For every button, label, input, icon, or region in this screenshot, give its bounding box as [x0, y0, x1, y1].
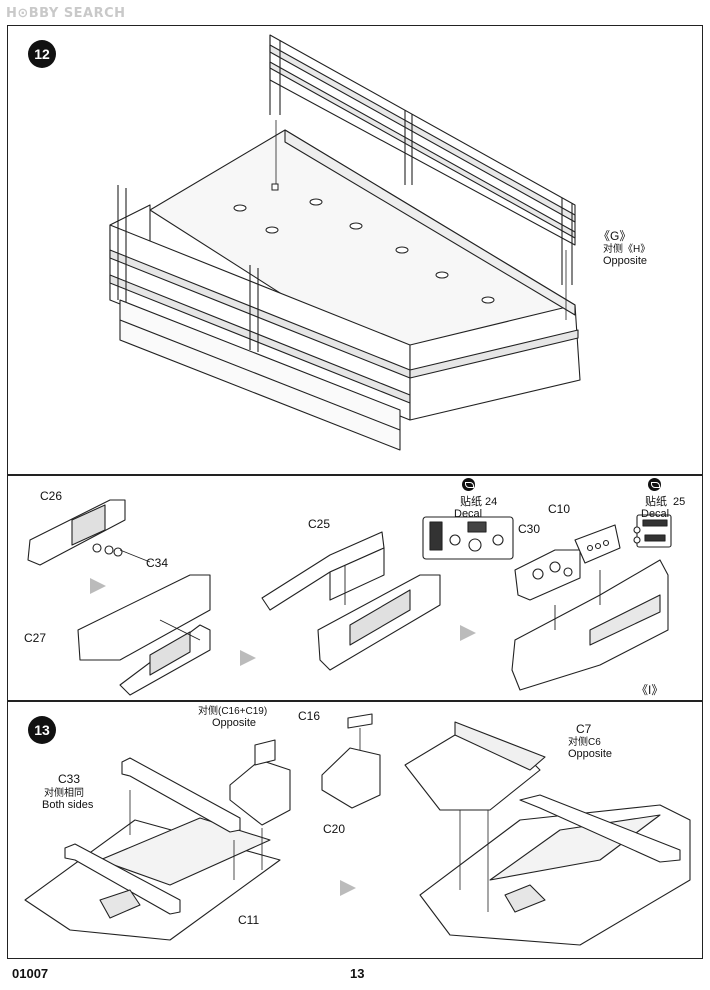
c11-label: C11: [238, 913, 260, 927]
decal-25-number: 25: [673, 496, 686, 508]
c16-c19-opposite-cn: 对侧(C16+C19): [198, 706, 268, 717]
step-12-panel: [7, 25, 703, 475]
c33-label: C33: [58, 772, 81, 786]
product-code: 01007: [12, 966, 49, 981]
decal-24-number: 24: [485, 496, 498, 508]
c33-both-sides-cn: 对侧相同: [44, 788, 84, 799]
c30-label: C30: [518, 522, 541, 536]
c6-opposite-en: Opposite: [568, 748, 613, 760]
c16-c19-opposite-en: Opposite: [212, 717, 257, 729]
c34-label: C34: [146, 556, 169, 570]
decal-24-cn: 贴纸: [460, 496, 482, 508]
step-13-panel: [7, 701, 703, 959]
step-12-badge: 12: [28, 40, 56, 68]
c27-label: C27: [24, 631, 47, 645]
decal-25-icon: [648, 478, 661, 491]
decal-25-en: Decal: [641, 508, 670, 520]
c33-both-sides-en: Both sides: [42, 799, 94, 811]
gate-g-label: 《G》: [598, 229, 632, 243]
decal-24-en: Decal: [454, 508, 483, 520]
c10-label: C10: [548, 502, 571, 516]
c25-label: C25: [308, 517, 331, 531]
gate-opposite-label: Opposite: [603, 255, 648, 267]
dashboard-panel: [7, 475, 703, 701]
decal-24-icon: [462, 478, 475, 491]
c26-label: C26: [40, 489, 63, 503]
page-number: 13: [350, 966, 365, 981]
c7-label: C7: [576, 722, 592, 736]
step-13-badge: 13: [28, 716, 56, 744]
c20-label: C20: [323, 822, 346, 836]
c6-opposite-cn: 对侧C6: [568, 737, 601, 748]
assembly-i-label: 《I》: [636, 683, 664, 697]
gate-h-opposite-label: 对侧《H》: [603, 244, 651, 255]
watermark: H⊙BBY SEARCH: [6, 6, 126, 21]
decal-25-cn: 贴纸: [645, 496, 667, 508]
c16-label: C16: [298, 709, 321, 723]
